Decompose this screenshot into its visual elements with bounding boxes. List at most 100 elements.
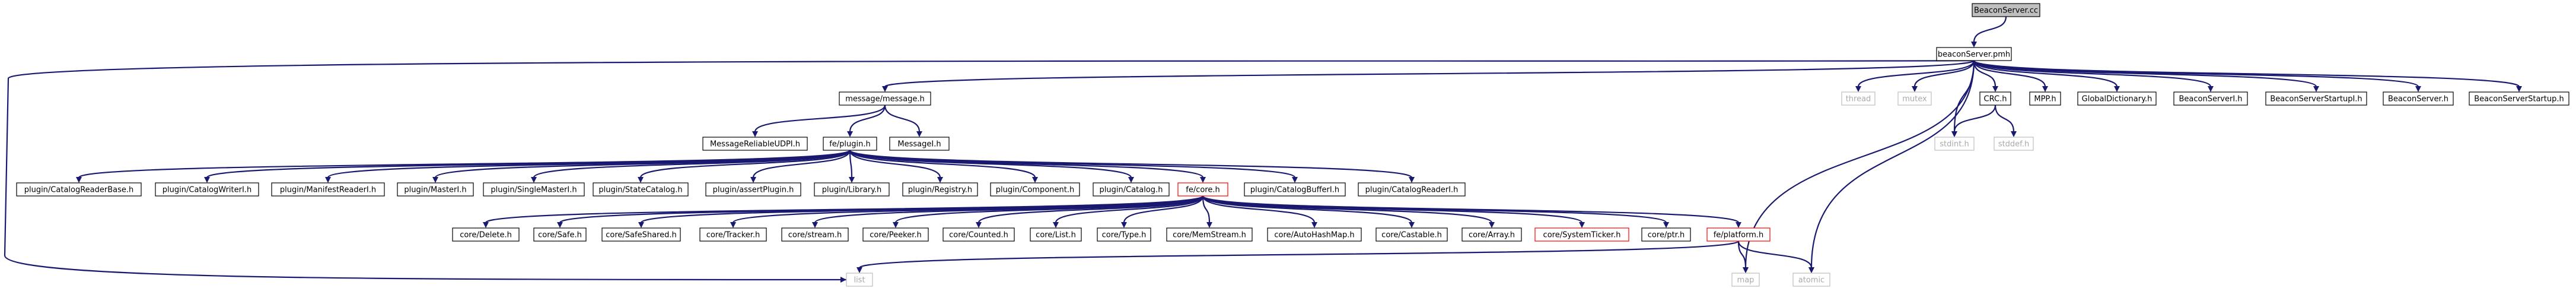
node-box [1358, 182, 1466, 197]
edge-arrowhead [483, 222, 489, 228]
node-core-safeshared-h[interactable]: core/SafeShared.h [601, 227, 681, 242]
node-label: core/Tracker.h [706, 231, 760, 240]
node-core-tracker-h[interactable]: core/Tracker.h [699, 227, 767, 242]
node-box [1934, 137, 1975, 151]
edge-line [434, 149, 851, 179]
node-stdint-h[interactable]: stdint.h [1934, 137, 1975, 151]
edge-line [1055, 195, 1204, 223]
edge-arrowhead [1808, 267, 1814, 273]
edge-arrowhead [849, 177, 855, 183]
node-mpp-h[interactable]: MPP.h [2029, 91, 2061, 106]
node-core-peeker-h[interactable]: core/Peeker.h [862, 227, 929, 242]
node-list[interactable]: list [846, 273, 873, 287]
node-plugin-library-h[interactable]: plugin/Library.h [814, 182, 890, 197]
node-beaconserver-h[interactable]: BeaconServer.h [2383, 91, 2454, 106]
node-plugin-component-h[interactable]: plugin/Component.h [990, 182, 1080, 197]
node-plugin-registry-h[interactable]: plugin/Registry.h [902, 182, 978, 197]
node-core-castable-h[interactable]: core/Castable.h [1375, 227, 1448, 242]
node-box [1994, 137, 2034, 151]
edge-line [884, 105, 921, 132]
node-plugin-assertplugin-h[interactable]: plugin/assertPlugin.h [705, 182, 801, 197]
node-crc-h[interactable]: CRC.h [1979, 91, 2011, 106]
node-label: plugin/CatalogBufferI.h [1250, 186, 1339, 195]
node-core-ptr-h[interactable]: core/ptr.h [1641, 227, 1691, 242]
edge-arrowhead [2042, 86, 2048, 92]
node-beaconserver-cc[interactable]: BeaconServer.cc [1972, 3, 2040, 17]
edge-fe_plugin_h-to-plugin_registry_h [849, 150, 943, 183]
node-plugin-statecatalog-h[interactable]: plugin/StateCatalog.h [593, 182, 689, 197]
node-fe-core-h[interactable]: fe/core.h [1177, 182, 1228, 197]
node-core-memstream-h[interactable]: core/MemStream.h [1166, 227, 1253, 242]
node-label: BeaconServerStartup.h [2474, 95, 2564, 104]
edge-arrowhead [812, 222, 818, 228]
node-fe-plugin-h[interactable]: fe/plugin.h [823, 137, 877, 151]
node-box [2029, 91, 2061, 106]
node-core-stream-h[interactable]: core/stream.h [781, 227, 849, 242]
node-core-counted-h[interactable]: core/Counted.h [942, 227, 1015, 242]
node-plugin-catalogreaderbase-h[interactable]: plugin/CatalogReaderBase.h [16, 182, 142, 197]
edge-arrowhead [432, 177, 438, 183]
node-label: stdint.h [1940, 140, 1969, 149]
node-box [2265, 91, 2367, 106]
node-box [1841, 91, 1876, 106]
node-core-autohashmap-h[interactable]: core/AutoHashMap.h [1267, 227, 1362, 242]
node-beaconserverstartupi-h[interactable]: BeaconServerStartupI.h [2265, 91, 2367, 106]
edge-arrowhead [2114, 86, 2120, 92]
node-mutex[interactable]: mutex [1897, 91, 1932, 106]
node-core-safe-h[interactable]: core/Safe.h [533, 227, 587, 242]
edge-fe_plugin_h-to-plugin_library_h [849, 150, 855, 183]
node-core-delete-h[interactable]: core/Delete.h [452, 227, 520, 242]
node-label: plugin/Library.h [822, 186, 882, 195]
node-plugin-masteri-h[interactable]: plugin/MasterI.h [397, 182, 474, 197]
node-box [1030, 227, 1082, 242]
edge-arrowhead [752, 131, 758, 137]
edge-arrowhead [557, 222, 563, 228]
node-box [397, 182, 474, 197]
node-plugin-catalogreaderi-h[interactable]: plugin/CatalogReaderI.h [1358, 182, 1466, 197]
edge-arrowhead [1992, 86, 1998, 92]
node-globaldictionary-h[interactable]: GlobalDictionary.h [2077, 91, 2157, 106]
node-thread[interactable]: thread [1841, 91, 1876, 106]
node-core-array-h[interactable]: core/Array.h [1461, 227, 1522, 242]
node-box [601, 227, 681, 242]
node-plugin-catalogbufferi-h[interactable]: plugin/CatalogBufferI.h [1244, 182, 1346, 197]
node-messagei-h[interactable]: MessageI.h [889, 137, 950, 151]
node-map[interactable]: map [1731, 273, 1760, 287]
edge-beaconserver_pmh-to-globaldictionary_h [1973, 60, 2120, 92]
node-plugin-catalog-h[interactable]: plugin/Catalog.h [1093, 182, 1170, 197]
node-label: core/Delete.h [460, 231, 512, 240]
edge-fe_platform_h-to-atomic [1737, 240, 1814, 273]
node-label: map [1737, 276, 1755, 285]
node-core-list-h[interactable]: core/List.h [1030, 227, 1082, 242]
node-message-message-h[interactable]: message/message.h [839, 91, 931, 106]
edge-fe_plugin_h-to-plugin_statecatalog_h [638, 150, 851, 183]
edge-arrowhead [1579, 222, 1585, 228]
edge-fe_plugin_h-to-plugin_assertplugin_h [750, 150, 851, 183]
node-messagereliableudpi-h[interactable]: MessageReliableUDPI.h [702, 137, 808, 151]
node-label: BeaconServer.cc [1974, 7, 2038, 15]
edge-beaconserver_pmh-to-thread [1855, 60, 1975, 92]
node-plugin-catalogwriteri-h[interactable]: plugin/CatalogWriterI.h [155, 182, 259, 197]
node-beaconserver-pmh[interactable]: beaconServer.pmh [1936, 47, 2012, 61]
edge-fe_platform_h-to-list [856, 240, 1740, 273]
node-plugin-singlemasteri-h[interactable]: plugin/SingleMasterI.h [483, 182, 585, 197]
node-stddef-h[interactable]: stddef.h [1994, 137, 2034, 151]
node-label: atomic [1798, 276, 1824, 285]
node-atomic[interactable]: atomic [1792, 273, 1830, 287]
edge-fe_plugin_h-to-plugin_singlemasteri_h [531, 150, 851, 183]
edge-fe_core_h-to-core_counted_h [976, 195, 1204, 228]
edge-arrowhead [531, 177, 537, 183]
edge-arrowhead [1292, 177, 1298, 183]
edge-beaconserver_pmh-to-beaconserverstartup_h [1973, 59, 2522, 92]
node-core-systemticker-h[interactable]: core/SystemTicker.h [1534, 227, 1629, 242]
edge-arrowhead [325, 177, 331, 183]
node-plugin-manifestreaderi-h[interactable]: plugin/ManifestReaderI.h [271, 182, 385, 197]
node-core-type-h[interactable]: core/Type.h [1097, 227, 1151, 242]
edge-line [1973, 60, 2118, 87]
node-fe-platform-h[interactable]: fe/platform.h [1706, 227, 1771, 242]
edge-arrowhead [638, 222, 644, 228]
edge-line [1810, 60, 1975, 268]
node-box [1792, 273, 1830, 287]
node-beaconserverstartup-h[interactable]: BeaconServerStartup.h [2469, 91, 2569, 106]
node-beaconserveri-h[interactable]: BeaconServerI.h [2173, 91, 2248, 106]
